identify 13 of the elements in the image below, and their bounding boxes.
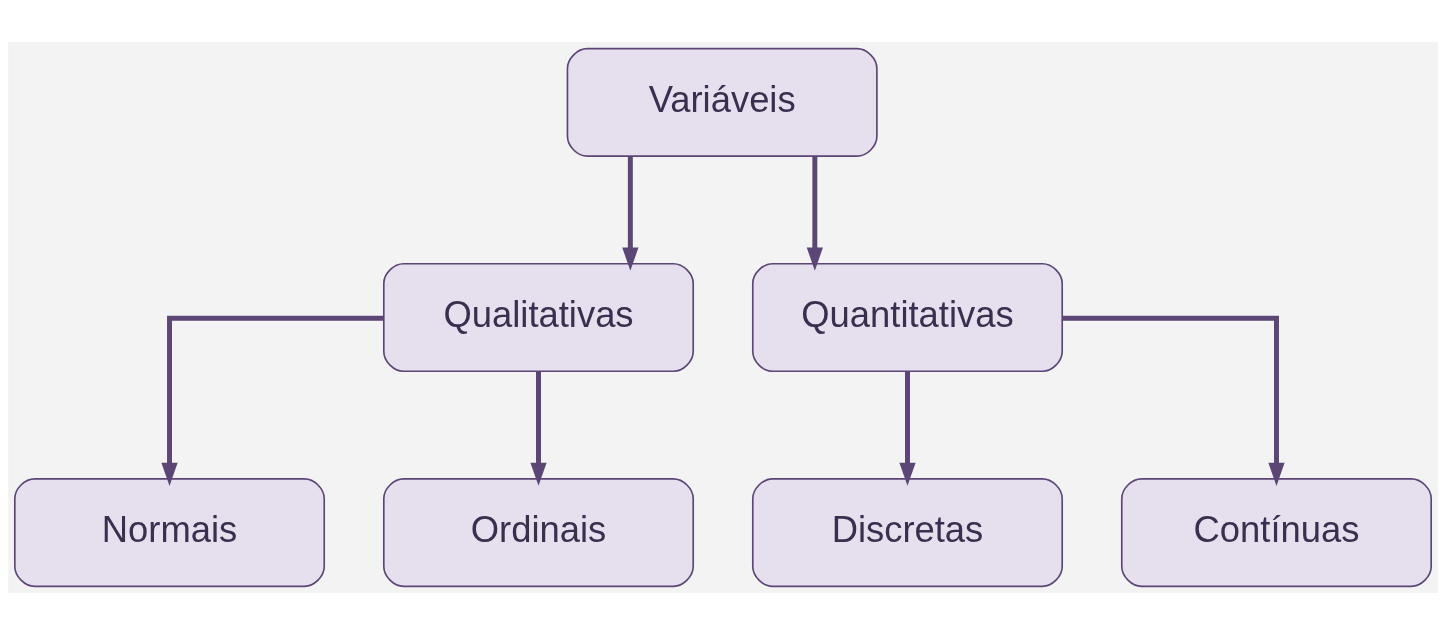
- node-box: Discretas: [751, 478, 1064, 588]
- node-box: Contínuas: [1120, 478, 1432, 588]
- arrow: [161, 315, 384, 487]
- arrow: [622, 156, 639, 271]
- node-box: Qualitativas: [382, 262, 695, 373]
- arrow: [1062, 315, 1285, 487]
- node-box: Ordinais: [382, 478, 695, 588]
- arrow: [530, 371, 547, 486]
- node-box: Variáveis: [566, 47, 878, 157]
- arrow: [899, 371, 916, 486]
- node-box: Normais: [14, 478, 326, 588]
- arrow: [806, 156, 823, 271]
- node-box: Quantitativas: [751, 262, 1064, 373]
